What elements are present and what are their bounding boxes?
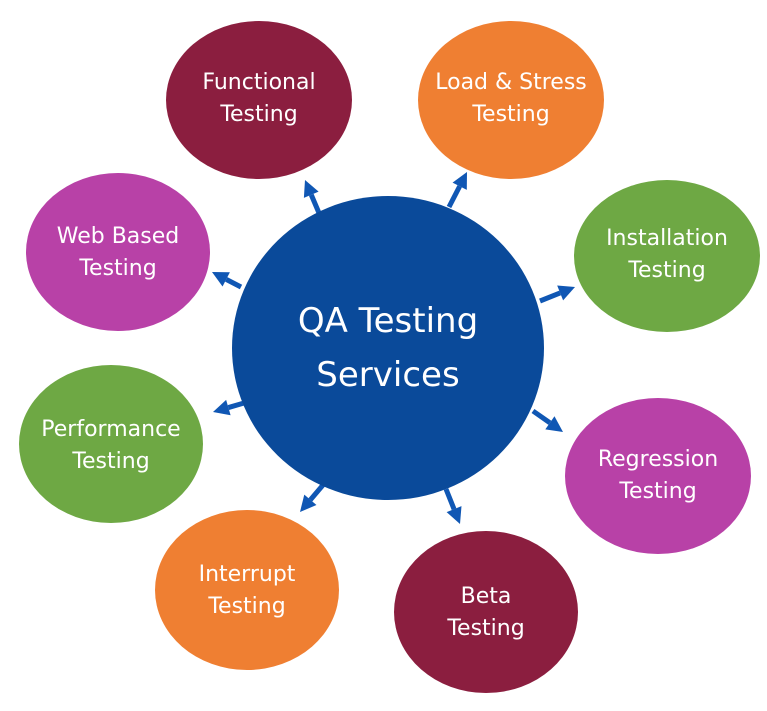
performance-testing-line1: Performance — [41, 417, 181, 442]
beta-testing-line1: Beta — [460, 584, 512, 609]
installation-testing-line2: Testing — [628, 258, 706, 283]
arrow-load-stress-head — [452, 172, 467, 190]
web-based-testing-line1: Web Based — [56, 224, 180, 249]
arrow-web-based-shaft — [225, 277, 243, 290]
arrow-regression-shaft — [531, 408, 552, 425]
node-installation-testing — [574, 180, 760, 332]
node-web-based-testing — [26, 173, 210, 331]
performance-testing-line2: Testing — [72, 449, 150, 474]
installation-testing-line1: Installation — [606, 226, 728, 251]
regression-testing-line1: Regression — [597, 447, 719, 472]
functional-testing-line1: Functional — [202, 70, 316, 95]
interrupt-testing-line1: Interrupt — [198, 562, 296, 587]
arrow-functional-head — [303, 180, 319, 198]
functional-testing-line2: Testing — [220, 102, 298, 127]
web-based-testing-line2: Testing — [79, 256, 157, 281]
node-regression-testing — [565, 398, 751, 554]
center-circle — [232, 196, 544, 500]
beta-testing-line2: Testing — [447, 616, 525, 641]
node-load-stress-testing — [418, 21, 604, 179]
arrow-performance-head — [213, 399, 231, 416]
node-performance-testing — [19, 365, 203, 523]
center-title-line2: Services — [316, 355, 460, 395]
arrow-interrupt-shaft — [308, 483, 325, 502]
arrow-functional-shaft — [308, 193, 322, 214]
node-interrupt-testing — [155, 510, 339, 670]
regression-testing-line2: Testing — [619, 479, 697, 504]
arrow-load-stress-shaft — [446, 185, 462, 209]
arrow-regression-head — [545, 416, 563, 432]
node-beta-testing — [394, 531, 578, 693]
arrow-installation-shaft — [539, 290, 562, 304]
interrupt-testing-line2: Testing — [208, 594, 286, 619]
arrow-beta-shaft — [443, 488, 457, 511]
arrow-beta-head — [446, 506, 462, 524]
arrow-web-based-head — [212, 272, 230, 287]
load-stress-testing-line2: Testing — [472, 102, 550, 127]
node-functional-testing — [166, 21, 352, 179]
load-stress-testing-line1: Load & Stress — [435, 70, 587, 95]
arrow-interrupt-head — [300, 494, 317, 512]
arrow-performance-shaft — [227, 400, 245, 410]
center-title-line1: QA Testing — [297, 301, 479, 341]
arrow-installation-head — [557, 285, 575, 301]
